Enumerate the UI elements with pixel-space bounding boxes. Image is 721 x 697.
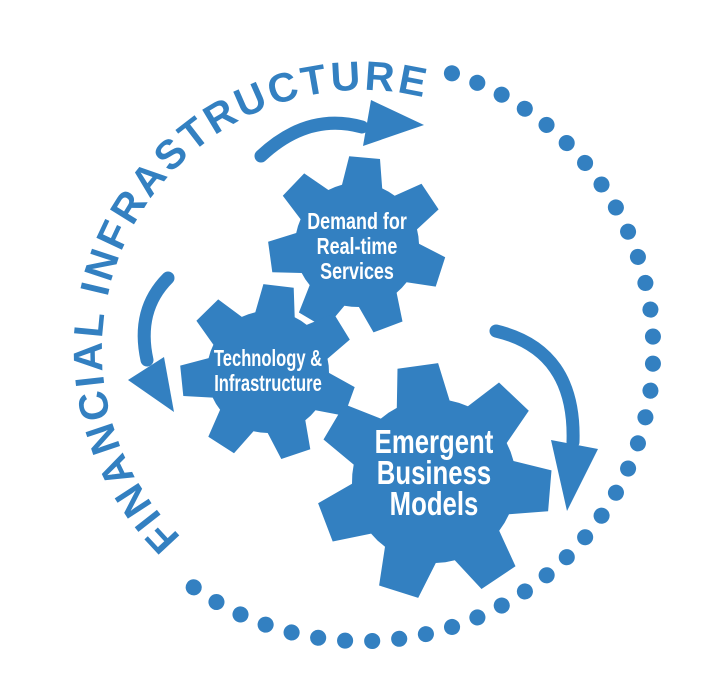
- gear-shape: [318, 363, 552, 598]
- demand-gear: Demand for Real-time Services: [268, 156, 446, 333]
- gear-label-line: Services: [320, 259, 394, 285]
- arrow-curve: [489, 324, 580, 449]
- arrow-head: [551, 440, 598, 511]
- curved-arrow-down-right-icon: [489, 324, 598, 511]
- demand-gear-label: Demand for Real-time Services: [307, 209, 407, 285]
- gear-label-line: Technology &: [214, 346, 322, 371]
- arrow-head: [363, 100, 424, 146]
- technology-gear: Technology & Infrastructure: [180, 284, 355, 459]
- gear-shape: [268, 156, 446, 333]
- emergent-gear: Emergent Business Models: [318, 363, 552, 598]
- gear-label-line: Real-time: [317, 234, 398, 260]
- curved-arrow-down-left-icon: [128, 271, 175, 412]
- gear-label-line: Demand for: [307, 209, 407, 235]
- arrow-head: [128, 357, 174, 412]
- gear-label-line: Models: [390, 486, 479, 523]
- arrow-curve: [254, 116, 369, 163]
- technology-gear-label: Technology & Infrastructure: [214, 346, 322, 396]
- arrow-curve: [137, 271, 175, 367]
- gear-shape: [180, 284, 355, 459]
- gear-label-line: Business: [377, 455, 491, 492]
- gear-label-line: Emergent: [375, 424, 494, 461]
- curved-arrow-top-right-icon: [254, 100, 424, 163]
- dotted-circle-icon: [174, 65, 662, 650]
- gear-label-line: Infrastructure: [214, 371, 322, 396]
- emergent-gear-label: Emergent Business Models: [375, 424, 494, 523]
